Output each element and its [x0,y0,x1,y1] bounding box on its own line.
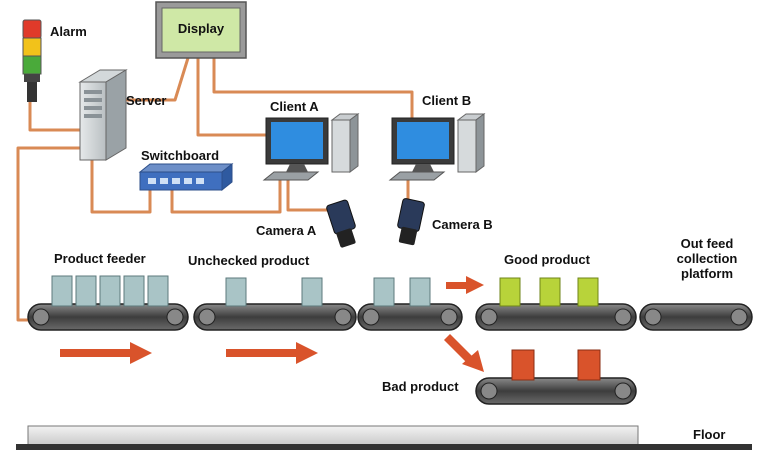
alarm-tower-icon [22,19,42,102]
conveyor-bad [475,377,637,405]
keyboard-icon [388,171,446,181]
cable-clienta-cameraa [286,180,330,212]
out-feed-line2: collection [676,251,738,266]
alarm-label: Alarm [50,24,87,39]
client-a-workstation [262,113,360,181]
computer-tower-icon [456,113,486,173]
good-product-label: Good product [504,252,590,267]
conveyor-feeder [27,303,189,331]
switch-icon [138,162,234,192]
out-feed-line3: platform [681,266,733,281]
keyboard-icon [262,171,320,181]
arrow-icon [60,342,152,364]
products-good [499,277,599,307]
unchecked-product-label: Unchecked product [188,253,310,268]
floor-platform [16,425,752,450]
cables [16,57,414,322]
cable-display-clientb [212,58,414,120]
cable-server-display [120,57,190,102]
cable-display-clienta [196,58,270,137]
arrow-icon [446,276,484,294]
client-a-label: Client A [270,99,319,114]
cable-server-feeder [16,146,86,322]
camera-a-icon [326,199,356,248]
conveyor-unchecked [193,303,357,331]
bad-product-label: Bad product [382,379,459,394]
client-b-label: Client B [422,93,472,108]
monitor-icon [391,117,455,172]
arrows [60,276,484,372]
product-feeder-label: Product feeder [54,251,146,266]
out-feed-line1: Out feed [680,236,734,251]
cable-switch-clienta [170,180,282,214]
products-bad [511,349,601,381]
arrow-icon [444,334,484,372]
camera-b-label: Camera B [432,217,493,232]
server-icon [78,69,128,161]
client-b-workstation [388,113,486,181]
display-label: Display [177,21,225,36]
conveyor-good [475,303,637,331]
floor-label: Floor [693,427,726,442]
camera-a-label: Camera A [256,223,317,238]
switchboard-label: Switchboard [141,148,220,163]
arrow-icon [226,342,318,364]
conveyor-inspection [357,303,463,331]
out-feed-label: Out feed collection platform [664,236,750,281]
camera-b-icon [397,198,425,246]
display-panel-icon [155,1,247,59]
computer-tower-icon [330,113,360,173]
cable-server-switch [90,160,152,214]
server-label: Server [126,93,167,108]
products-feeder [51,275,169,307]
monitor-icon [265,117,329,172]
products-unchecked [225,277,323,307]
conveyor-outfeed [639,303,753,331]
cable-alarm-server [28,100,86,132]
products-inspection [373,277,431,307]
